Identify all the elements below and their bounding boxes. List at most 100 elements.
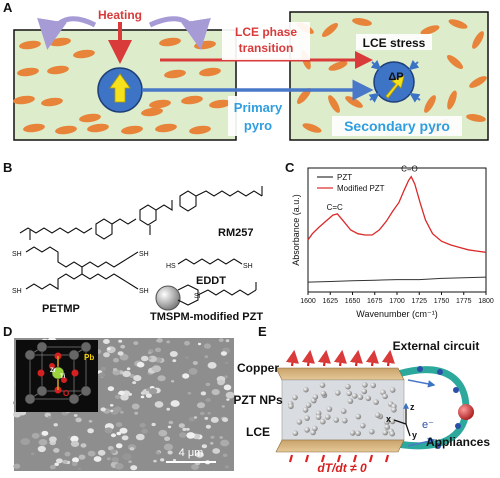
pzt-sphere [155, 285, 181, 311]
sem-grain [204, 416, 209, 420]
pzt-nanoparticle [389, 418, 396, 425]
sem-grain [56, 458, 63, 464]
eddt-hs-left: HS [166, 263, 176, 270]
mesogen-aligned [189, 125, 211, 135]
panel-letter-e: E [258, 324, 267, 339]
sem-grain [128, 460, 132, 464]
x-tick-label: 1725 [411, 298, 427, 305]
sem-grain [178, 423, 185, 428]
pzt-nanoparticle [389, 430, 396, 437]
sem-grain [158, 429, 168, 437]
chart-frame [307, 167, 487, 293]
pzt-nanoparticle [333, 417, 340, 423]
sem-grain [156, 338, 163, 343]
mesogen-aligned [155, 123, 177, 133]
sem-grain [103, 339, 110, 344]
heating-label: Heating [98, 8, 142, 22]
sem-grain [41, 430, 49, 436]
axis-label-x: x [386, 414, 391, 424]
sem-grain [187, 391, 192, 395]
tmspm-structure [177, 282, 257, 306]
pzt-nanoparticle [292, 430, 299, 437]
mesogen-aligned [199, 67, 221, 77]
panel-a: Heating LCE phase transition Primary pyr… [13, 8, 489, 141]
sem-grain [72, 457, 79, 463]
pzt-nanoparticle [391, 407, 397, 413]
mesogen-aligned [73, 49, 95, 59]
x-tick-label: 1675 [367, 298, 383, 305]
sem-grain [80, 443, 87, 448]
sem-grain [129, 447, 135, 451]
sem-grain [133, 375, 142, 382]
sem-grain [119, 427, 128, 434]
mesogen-disordered [302, 123, 322, 133]
sem-grain [53, 448, 60, 453]
sem-grain [172, 459, 177, 462]
sem-grain [148, 357, 152, 360]
mesogen-disordered [328, 95, 340, 113]
sem-grain [191, 464, 199, 470]
heat-arrow-up [381, 349, 395, 367]
sem-grain [139, 423, 146, 428]
pzt-nanoparticle [342, 417, 348, 424]
sem-grain [111, 457, 119, 463]
pzt-nanoparticle [326, 406, 333, 412]
heat-arrow-up [333, 349, 347, 367]
current-arrow-top [407, 379, 436, 388]
sem-grain [188, 416, 196, 422]
tmspm-si: Si [194, 293, 201, 300]
sem-grain [106, 457, 111, 461]
sem-grain [148, 351, 152, 355]
sem-grain [218, 338, 224, 343]
sem-grain [93, 456, 102, 462]
sem-grain [220, 439, 230, 447]
mesogen-aligned [121, 125, 143, 135]
sem-grain [210, 416, 219, 423]
sem-grain [134, 411, 139, 415]
sem-grain [197, 342, 202, 346]
sem-grain [104, 427, 113, 434]
mesogen-disordered [328, 61, 348, 71]
dtdt-label: dT/dt ≠ 0 [317, 461, 367, 475]
sem-grain [182, 373, 190, 379]
mesogen-disordered [420, 25, 440, 35]
sem-grain [212, 448, 221, 454]
pzt-nanoparticle [362, 382, 368, 388]
sem-grain [119, 353, 129, 361]
sem-grain [196, 402, 206, 409]
sem-grain [200, 391, 207, 396]
pzt-nanoparticle [361, 388, 368, 395]
x-axis-label: Wavenumber (cm⁻¹) [356, 309, 437, 319]
x-tick-label: 1775 [456, 298, 472, 305]
sem-grain [188, 368, 198, 375]
mesogen-aligned [55, 125, 77, 135]
eddt-structure [177, 258, 243, 265]
sem-grain [210, 435, 215, 439]
sem-grain [192, 361, 198, 365]
annotation-co: C=O [401, 165, 418, 174]
sem-grain [88, 420, 93, 423]
sem-grain [203, 343, 211, 349]
sem-grain [116, 431, 122, 436]
pzt-nanoparticle [320, 418, 326, 425]
sem-grain [70, 440, 80, 447]
panel-e: z x y e⁻ External circuit Copper PZT NPs… [233, 339, 490, 475]
sem-grain [225, 391, 235, 399]
pzt-nanoparticle [304, 415, 310, 421]
sem-grain [110, 433, 117, 438]
rm257-structure [19, 186, 263, 240]
heat-arrow-up [365, 349, 379, 367]
x-tick-label: 1625 [322, 298, 338, 305]
sem-grain [172, 359, 177, 363]
sem-grain [224, 375, 228, 379]
sem-grain [186, 432, 196, 439]
stress-arrow-2 [408, 59, 420, 71]
sem-grain [54, 462, 59, 466]
sem-grain [151, 365, 162, 373]
sem-grain [224, 465, 230, 469]
sem-grain [179, 432, 187, 438]
mesogen-disordered [352, 18, 372, 26]
pzt-nanoparticle [355, 413, 362, 420]
pzt-nanoparticle [296, 419, 303, 425]
